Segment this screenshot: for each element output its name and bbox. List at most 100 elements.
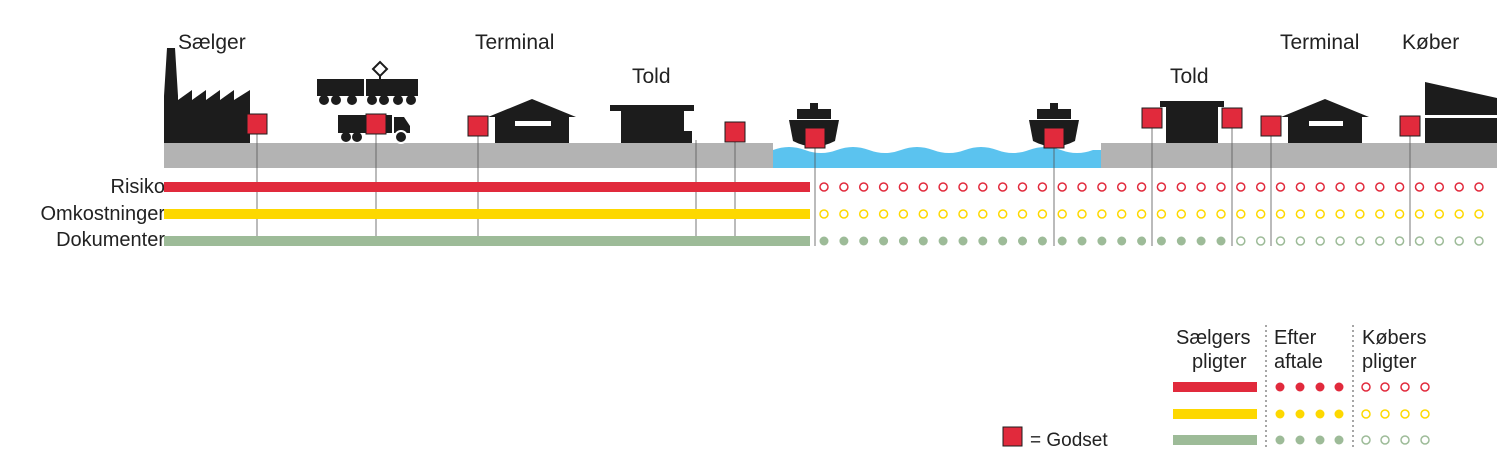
customs-building-right-icon (1160, 101, 1224, 143)
legend-dot-open-risk (1380, 382, 1390, 392)
dot-open-cost (958, 209, 968, 219)
legend-buyer-duties-line2: pligter (1362, 351, 1417, 373)
dot-open-cost (1156, 209, 1167, 219)
dot-open-risk (1017, 182, 1028, 192)
seller-bar-risk (164, 182, 810, 192)
dot-filled-documents (1216, 236, 1226, 246)
legend-dot-open-cost (1400, 409, 1410, 419)
legend-dot-filled-documents (1275, 435, 1285, 445)
legend-dot-filled-risk (1275, 382, 1285, 392)
dot-open-cost (1236, 209, 1246, 219)
legend-dot-filled-risk (1295, 382, 1305, 392)
dot-open-risk (1077, 182, 1087, 192)
label-customs-left: Told (632, 65, 671, 88)
dot-open-risk (997, 182, 1008, 192)
legend-dot-filled-documents (1295, 435, 1305, 445)
goods-marker (246, 113, 268, 135)
dot-filled-documents (1156, 236, 1166, 246)
dot-open-cost (1077, 209, 1087, 219)
dot-open-risk (1275, 182, 1286, 192)
label-seller: Sælger (178, 31, 246, 54)
dot-open-cost (1116, 209, 1127, 219)
dot-open-cost (1394, 209, 1405, 219)
legend-dot-filled-cost (1334, 409, 1344, 419)
dot-open-risk (1176, 182, 1187, 192)
dot-open-risk (1236, 182, 1246, 192)
dot-open-risk (858, 182, 869, 192)
legend-dot-filled-documents (1334, 435, 1344, 445)
legend-buyer-duties-line1: Købers (1362, 327, 1427, 349)
dot-open-risk (1355, 182, 1365, 192)
legend-dot-open-documents (1361, 435, 1371, 445)
legend-seller-duties-line2: pligter (1192, 351, 1247, 373)
dot-open-risk (898, 182, 909, 192)
dot-open-cost (1255, 209, 1266, 219)
train-icon (317, 60, 418, 105)
dot-filled-documents (918, 236, 928, 246)
label-terminal-right: Terminal (1280, 31, 1360, 54)
legend-dot-filled-cost (1295, 409, 1305, 419)
dot-filled-documents (1117, 236, 1127, 246)
dot-open-cost (1176, 209, 1187, 219)
dot-filled-documents (879, 236, 889, 246)
dot-open-documents (1335, 236, 1345, 246)
dot-open-documents (1315, 236, 1325, 246)
dot-open-cost (938, 209, 948, 219)
dot-open-documents (1394, 236, 1405, 246)
ground-right (1101, 143, 1497, 168)
dot-open-cost (997, 209, 1008, 219)
dot-filled-documents (938, 236, 948, 246)
dot-open-cost (1097, 209, 1107, 219)
dot-filled-documents (1196, 236, 1206, 246)
dot-open-risk (918, 182, 929, 192)
dot-open-risk (1295, 182, 1306, 192)
dot-open-risk (1474, 182, 1484, 192)
sea (773, 147, 1101, 168)
legend-dot-filled-cost (1275, 409, 1285, 419)
legend-bar-documents (1173, 435, 1257, 445)
dot-open-cost (1295, 209, 1306, 219)
dot-open-cost (1375, 209, 1385, 219)
goods-marker (1043, 127, 1065, 149)
legend-buyer-duties: Købers pligter (1362, 326, 1426, 374)
dot-open-risk (1454, 182, 1464, 192)
goods-marker (804, 127, 826, 149)
legend-dot-open-cost (1420, 409, 1430, 419)
dot-filled-documents (1037, 236, 1047, 246)
legend-dot-open-risk (1361, 382, 1371, 392)
row-label-documents: Dokumenter (56, 229, 165, 251)
dot-open-risk (1375, 182, 1385, 192)
goods-marker (467, 115, 489, 137)
dot-open-cost (819, 209, 829, 219)
legend-bar-risk (1173, 382, 1257, 392)
dot-open-documents (1255, 236, 1266, 246)
dot-filled-documents (859, 236, 869, 246)
dot-open-risk (1116, 182, 1127, 192)
dot-filled-documents (1077, 236, 1087, 246)
dot-open-cost (1196, 209, 1206, 219)
dot-filled-documents (958, 236, 968, 246)
legend-dot-filled-risk (1334, 382, 1344, 392)
dot-filled-documents (1097, 236, 1107, 246)
dot-open-risk (1255, 182, 1266, 192)
dot-open-cost (1136, 209, 1147, 219)
dot-open-cost (1355, 209, 1365, 219)
dot-filled-documents (1057, 236, 1067, 246)
dot-open-cost (1037, 209, 1048, 219)
dot-open-cost (1017, 209, 1028, 219)
legend-goods-marker (1002, 426, 1023, 447)
factory-icon (164, 48, 250, 143)
dot-open-risk (1196, 182, 1206, 192)
dot-open-documents (1375, 236, 1385, 246)
goods-marker (365, 113, 387, 135)
goods-marker (1141, 107, 1163, 129)
dot-open-risk (1136, 182, 1147, 192)
legend-dot-filled-documents (1315, 435, 1325, 445)
dot-open-cost (1454, 209, 1464, 219)
dot-open-documents (1295, 236, 1306, 246)
dot-filled-documents (978, 236, 988, 246)
goods-marker (1399, 115, 1421, 137)
dot-open-cost (1414, 209, 1425, 219)
dot-open-risk (819, 182, 829, 192)
legend-dot-filled-risk (1315, 382, 1325, 392)
